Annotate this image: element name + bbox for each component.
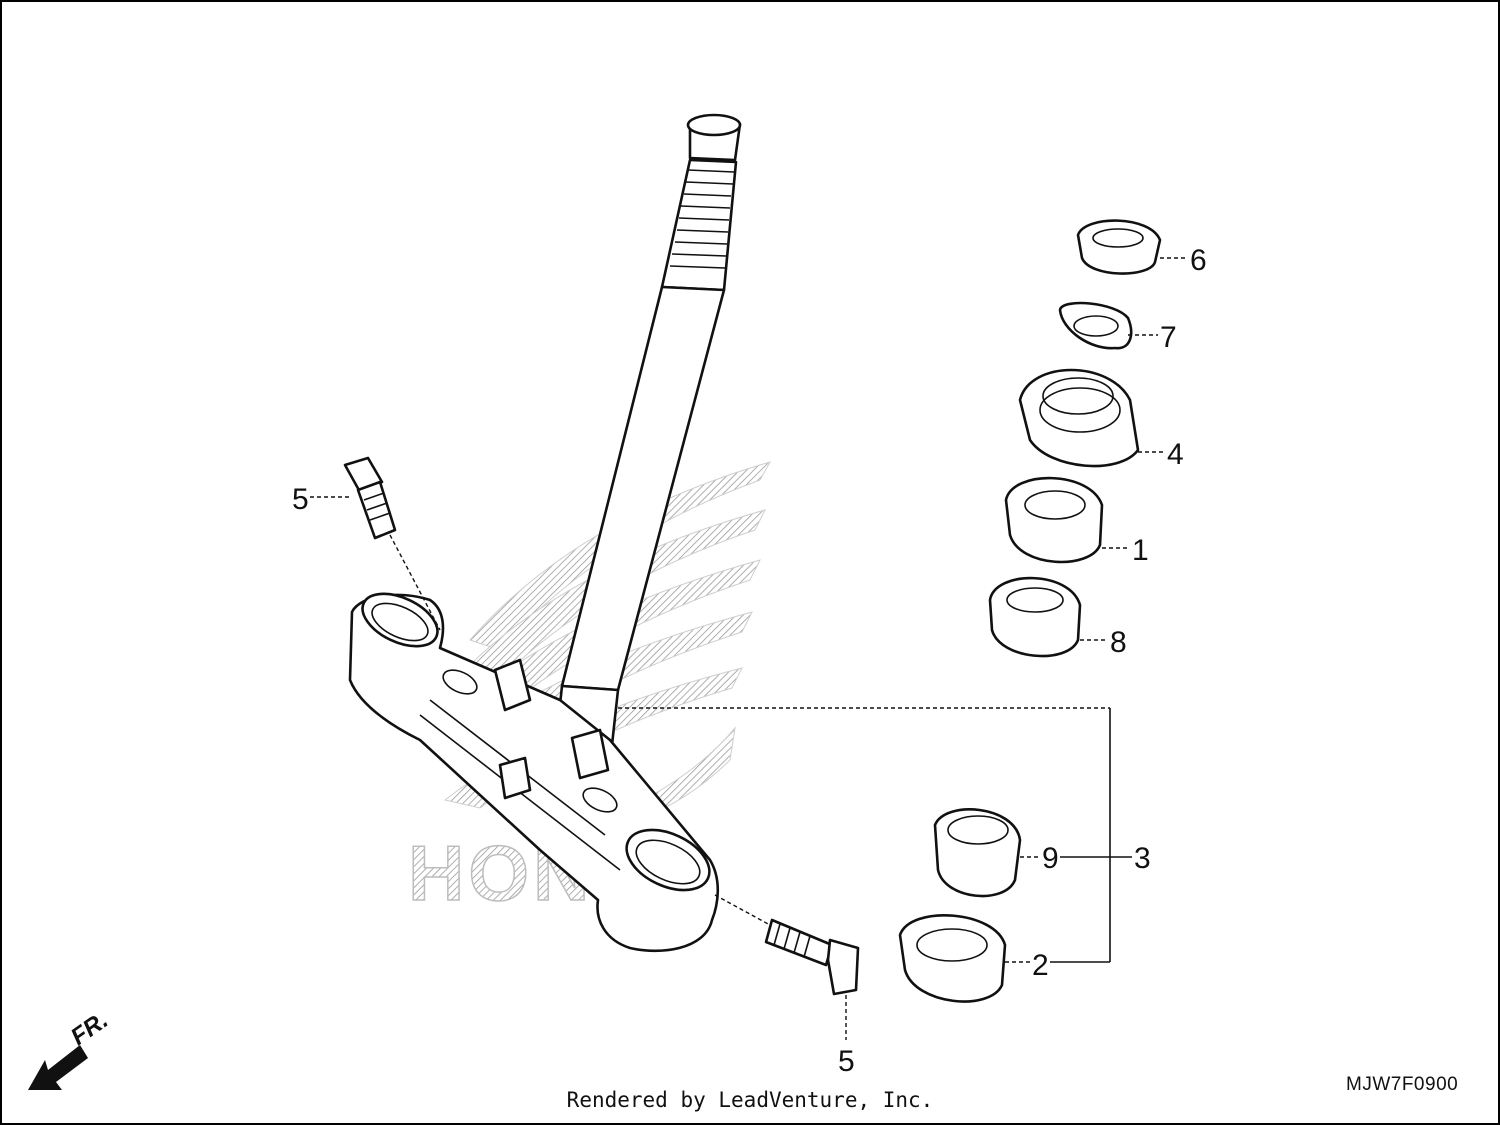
- seal-9: [933, 808, 1022, 898]
- lower-triple-clamp: [348, 592, 720, 953]
- diagram-code: MJW7F0900: [1346, 1074, 1459, 1095]
- callout-2: 2: [1032, 949, 1049, 982]
- lock-washer-7: [1058, 301, 1133, 350]
- leader-lines: [310, 257, 1188, 1040]
- dust-seal-1: [1004, 476, 1104, 564]
- callout-3: 3: [1134, 842, 1151, 875]
- bearing-8: [988, 576, 1082, 658]
- footer-credit: Rendered by LeadVenture, Inc.: [566, 1088, 934, 1112]
- callout-1: 1: [1132, 534, 1149, 567]
- callout-6: 6: [1190, 244, 1207, 277]
- callout-8: 8: [1110, 626, 1127, 659]
- bearing-4: [1018, 368, 1140, 468]
- pinch-bolt-upper: [343, 456, 397, 540]
- callout-9: 9: [1042, 842, 1059, 875]
- locknut-6: [1076, 219, 1162, 275]
- callout-7: 7: [1160, 321, 1177, 354]
- front-label: FR.: [66, 1007, 113, 1051]
- callout-5-lower: 5: [838, 1045, 855, 1078]
- front-direction-arrow-icon: FR.: [28, 1007, 113, 1090]
- race-2: [898, 914, 1007, 1003]
- callout-4: 4: [1167, 438, 1184, 471]
- pinch-bolt-lower: [764, 918, 860, 996]
- callout-5-upper: 5: [292, 483, 309, 516]
